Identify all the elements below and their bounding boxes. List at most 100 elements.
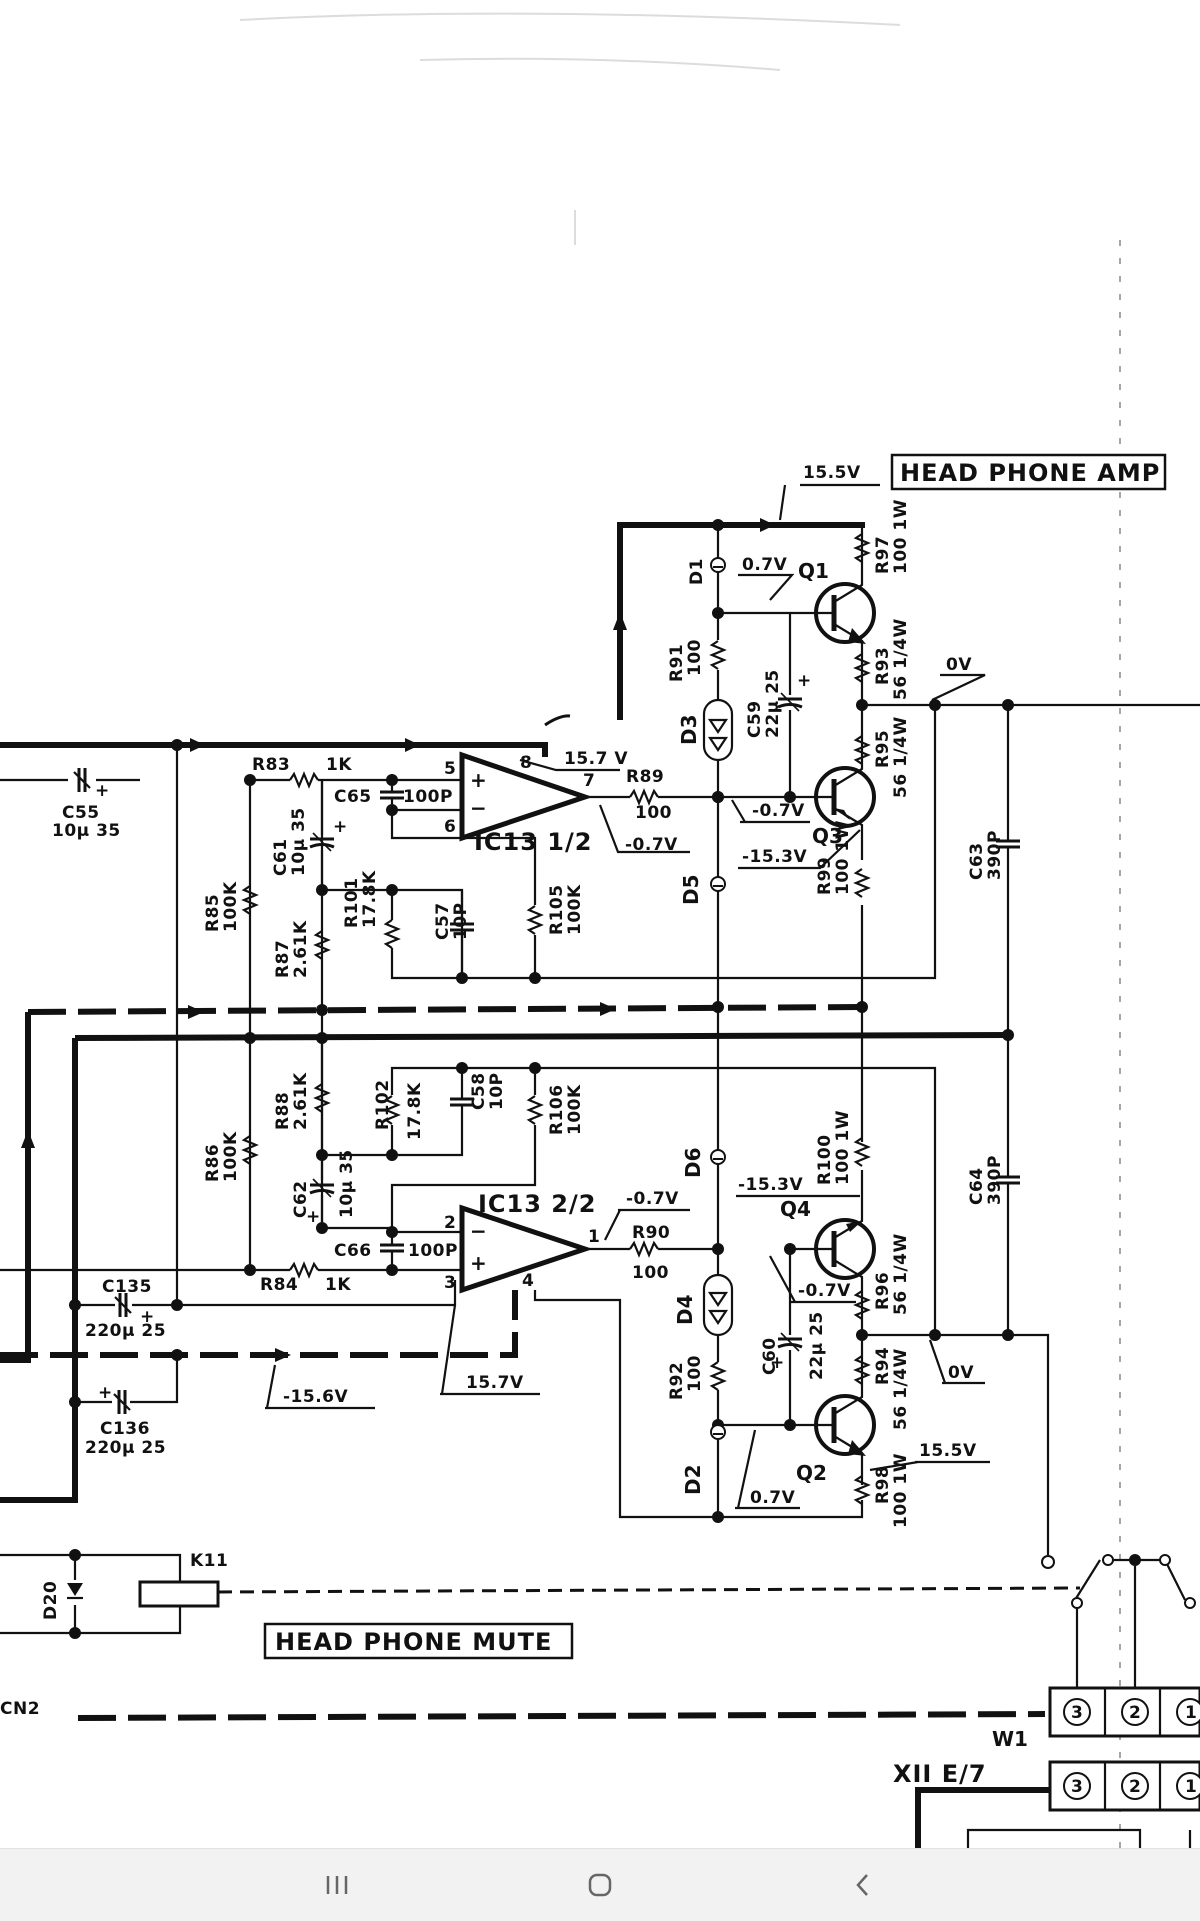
q3-label: Q3 bbox=[812, 824, 843, 848]
relay-link bbox=[217, 1586, 1081, 1594]
feedback-network-bottom: + bbox=[306, 1038, 937, 1335]
c62-label: C62 bbox=[291, 1180, 311, 1218]
out-top-voltage: 0V bbox=[946, 655, 972, 675]
feedback-network-top bbox=[322, 700, 937, 984]
r96-value: 56 1/4W bbox=[891, 1233, 911, 1315]
r87-value: 2.61K bbox=[291, 920, 311, 978]
r88-resistor: R88 2.61K bbox=[273, 1072, 330, 1130]
c63-label: C63 bbox=[967, 842, 987, 880]
xii-pin3: 3 bbox=[1071, 1777, 1083, 1797]
q4-emitter-voltage: -15.3V bbox=[738, 1175, 803, 1195]
d1-label: D1 bbox=[687, 558, 707, 585]
connector-bottom-wiring bbox=[915, 1787, 1050, 1848]
c57-value: 10P bbox=[451, 902, 471, 940]
r98-value: 100 1W bbox=[891, 1453, 911, 1528]
d2-label: D2 bbox=[681, 1464, 705, 1495]
r95-value: 56 1/4W bbox=[891, 716, 911, 798]
r84-resistor: R84 1K bbox=[0, 1262, 462, 1295]
r87-resistor: R87 2.61K bbox=[273, 920, 330, 978]
ic13-bottom-label: IC13 2/2 bbox=[478, 1190, 596, 1218]
relay-k11: D20 K11 bbox=[0, 1549, 228, 1639]
pin5-label: 5 bbox=[444, 759, 456, 779]
back-icon bbox=[856, 1874, 868, 1896]
ic13-top-plus: + bbox=[470, 768, 487, 792]
c136-label: C136 bbox=[100, 1419, 150, 1439]
out-bottom-voltage: 0V bbox=[948, 1363, 974, 1383]
q3-base-voltage-leader bbox=[731, 799, 810, 824]
r86-value: 100K bbox=[221, 1131, 241, 1182]
q3-emitter-voltage: -15.3V bbox=[742, 847, 807, 867]
r101-label: R101 bbox=[342, 877, 362, 928]
pin7-label: 7 bbox=[583, 771, 595, 791]
ic13-top-label: IC13 1/2 bbox=[474, 828, 592, 856]
r92-value: 100 bbox=[685, 1355, 705, 1392]
back-button[interactable] bbox=[803, 1849, 923, 1921]
c136-value: 220µ 25 bbox=[85, 1438, 166, 1458]
pin8-voltage: 15.7 V bbox=[564, 749, 628, 769]
c135-plus: + bbox=[140, 1307, 155, 1327]
c59-label: C59 bbox=[745, 700, 765, 738]
bias-column-bottom bbox=[533, 1007, 734, 1523]
q2-transistor: Q2 bbox=[718, 1335, 876, 1519]
r98-label: R98 bbox=[873, 1466, 893, 1504]
r105-label: R105 bbox=[547, 884, 567, 935]
r94-label: R94 bbox=[873, 1347, 893, 1385]
middle-rails bbox=[0, 1001, 1009, 1503]
out-bottom-voltage-leader bbox=[928, 1339, 985, 1385]
w1-label: W1 bbox=[992, 1727, 1028, 1751]
c135-value: 220µ 25 bbox=[85, 1321, 166, 1341]
c61-plus: + bbox=[333, 817, 348, 837]
out1-voltage: -0.7V bbox=[625, 835, 678, 855]
xii-pin1: 1 bbox=[1185, 1777, 1197, 1797]
android-nav-bar bbox=[0, 1848, 1200, 1921]
r86-label: R86 bbox=[203, 1144, 223, 1182]
q3-emitter-voltage-leader bbox=[738, 829, 861, 870]
r92-label: R92 bbox=[667, 1362, 687, 1400]
recent-apps-button[interactable] bbox=[277, 1849, 397, 1921]
r97-value: 100 1W bbox=[891, 499, 911, 574]
r91-label: R91 bbox=[667, 644, 687, 682]
r93-value: 56 1/4W bbox=[891, 618, 911, 700]
r83-value: 1K bbox=[326, 755, 352, 775]
w1-pin2: 2 bbox=[1129, 1703, 1141, 1723]
neg-rail-voltage-leader bbox=[265, 1364, 375, 1410]
ic13-top-opamp: + − 5 6 8 7 IC13 1/2 bbox=[444, 751, 595, 856]
c65-label: C65 bbox=[334, 787, 372, 807]
q4-base-voltage: -0.7V bbox=[798, 1281, 851, 1301]
home-icon bbox=[588, 1873, 612, 1897]
bias-column-top bbox=[702, 519, 734, 1005]
r102-label: R102 bbox=[373, 1079, 393, 1130]
c61-capacitor: + C61 10µ 35 bbox=[271, 780, 348, 896]
home-button[interactable] bbox=[540, 1849, 660, 1921]
r91-value: 100 bbox=[685, 639, 705, 676]
c61-value: 10µ 35 bbox=[289, 807, 309, 876]
c66-label: C66 bbox=[334, 1241, 372, 1261]
ic13-bottom-plus: + bbox=[470, 1251, 487, 1275]
c59-plus: + bbox=[797, 671, 812, 691]
r102-value: 17.8K bbox=[405, 1082, 425, 1140]
ic13-top-minus: − bbox=[470, 796, 487, 820]
q2-label: Q2 bbox=[796, 1461, 827, 1485]
r86-resistor: R86 100K bbox=[203, 1131, 258, 1182]
headphone-amp-title-text: HEAD PHONE AMP bbox=[900, 459, 1160, 487]
pin3-label: 3 bbox=[444, 1273, 456, 1293]
out1-voltage-leader bbox=[598, 804, 690, 854]
pin4-voltage-leader bbox=[440, 1304, 540, 1396]
headphone-mute-title: HEAD PHONE MUTE bbox=[263, 1622, 574, 1660]
c58-label: C58 bbox=[469, 1072, 489, 1110]
c136-plus: + bbox=[98, 1383, 113, 1403]
r85-label: R85 bbox=[203, 894, 223, 932]
neg-rail: + bbox=[0, 1290, 518, 1416]
r88-value: 2.61K bbox=[291, 1072, 311, 1130]
r99-label: R99 bbox=[815, 857, 835, 895]
c60-plus: + bbox=[770, 1353, 785, 1373]
connector-xii: 3 2 1 bbox=[1048, 1760, 1200, 1812]
schematic-diagram: + C55 10µ 35 R85 100K R86 100K R87 2.61K… bbox=[0, 12, 1200, 1848]
r89-value: 100 bbox=[635, 803, 672, 823]
output-top-wiring bbox=[862, 699, 1200, 1041]
recent-apps-icon bbox=[326, 1876, 348, 1894]
q3-base-voltage: -0.7V bbox=[752, 801, 805, 821]
d4-label: D4 bbox=[673, 1294, 697, 1325]
r105-value: 100K bbox=[565, 884, 585, 935]
c135-capacitor: + C135 220µ 25 bbox=[69, 1277, 177, 1341]
